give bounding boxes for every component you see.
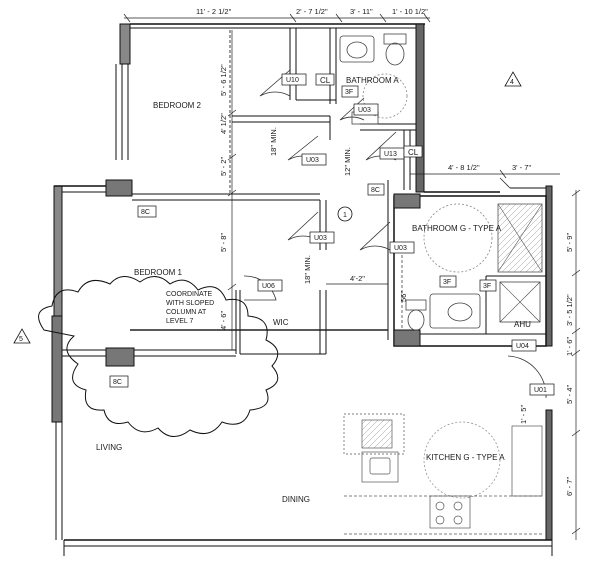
room-label-wic: WIC: [273, 318, 289, 327]
column-bath-g: [393, 193, 421, 209]
labels: BEDROOM 2 BEDROOM 1 BATHROOM A BATHROOM …: [19, 7, 574, 504]
exterior-wall-bath-a: [415, 23, 425, 193]
room-label-living: LIVING: [96, 443, 122, 452]
dim-bath-56: 56": [399, 291, 408, 302]
door-tag-u13: U13: [384, 151, 397, 158]
kitchen-fixtures: [343, 413, 544, 535]
cloud-note-line-1: COORDINATE: [166, 291, 212, 298]
dim-right-4: 5' - 4": [565, 385, 574, 404]
column-west: [51, 315, 63, 423]
ahu-unit: [499, 281, 541, 323]
dim-bed2-2: 4' 1/2": [219, 113, 228, 134]
door-tag-u03-bed2: U03: [306, 157, 319, 164]
fixture-tag-3f-c: 3F: [483, 283, 491, 290]
section-marker-4: [504, 71, 522, 87]
markers: [13, 71, 522, 344]
dim-bed2-1: 5' - 6 1/2": [219, 64, 228, 96]
dim-min-18-b: 18" MIN.: [303, 255, 312, 284]
room-label-cl-2: CL: [408, 148, 419, 157]
dim-min-18-a: 18" MIN.: [269, 127, 278, 156]
room-label-kitchen: KITCHEN G - TYPE A: [426, 453, 505, 462]
dim-hall-width: 4'-2": [350, 274, 365, 283]
column-tag-8c-a: 8C: [141, 209, 150, 216]
section-marker-4-label: 4: [510, 79, 514, 86]
cloud-note-line-2: WITH SLOPED: [166, 300, 214, 307]
door-tag-u03-bed1: U03: [314, 235, 327, 242]
door-tag-u06: U06: [262, 283, 275, 290]
section-marker-5-label: 5: [19, 336, 23, 343]
revision-cloud: [38, 276, 279, 437]
exterior-wall-bed2-top: [119, 23, 131, 65]
bathroom-a-fixtures: [339, 33, 408, 125]
exterior-wall-kitchen: [545, 409, 553, 541]
room-label-cl-1: CL: [320, 76, 331, 85]
bathroom-g-wall: [393, 195, 547, 347]
door-tag-u04: U04: [516, 343, 529, 350]
dim-right-2: 3' - 5 1/2": [565, 294, 574, 326]
column-tag-8c-b: 8C: [371, 187, 380, 194]
column-8c-upper: [105, 179, 133, 197]
door-tag-u10: U10: [286, 77, 299, 84]
dim-right-3: 1' - 6": [565, 337, 574, 356]
door-tag-u03-bath-g: U03: [394, 245, 407, 252]
room-label-dining: DINING: [282, 495, 310, 504]
dim-top-4: 1' - 10 1/2": [392, 7, 428, 16]
fixture-tag-3f-a: 3F: [345, 89, 353, 96]
tag-boxes: [109, 73, 555, 396]
keynote-marker-1-label: 1: [343, 212, 347, 219]
column-bath-g-lower: [393, 329, 421, 347]
room-label-bathroom-g: BATHROOM G - TYPE A: [412, 224, 502, 233]
column-8c-lower: [105, 347, 135, 367]
exterior-wall-east: [545, 185, 553, 347]
keynote-marker-1: [337, 206, 353, 222]
dim-mid-2: 3' - 7": [512, 163, 531, 172]
dim-min-12: 12" MIN.: [343, 147, 352, 176]
dim-mid-1: 4' - 8 1/2": [448, 163, 480, 172]
fixture-tag-3f-b: 3F: [443, 279, 451, 286]
dim-top-1: 11' - 2 1/2": [196, 7, 232, 16]
cloud-note-line-3: COLUMN AT: [166, 309, 207, 316]
dimension-lines: [123, 13, 581, 540]
room-label-bedroom1: BEDROOM 1: [134, 268, 183, 277]
dim-bed1-1: 5' - 8": [219, 233, 228, 252]
cloud-note-line-4: LEVEL 7: [166, 318, 193, 325]
dim-right-1: 5' - 9": [565, 233, 574, 252]
dim-bed1-2: 4' - 6": [219, 311, 228, 330]
door-tag-u03-bath-a: U03: [358, 107, 371, 114]
door-tag-u01: U01: [534, 387, 547, 394]
room-label-bathroom-a: BATHROOM A: [346, 76, 399, 85]
section-marker-5: [13, 328, 31, 344]
dim-bed2-3: 5' - 2": [219, 157, 228, 176]
bathroom-g-fixtures: [401, 203, 493, 331]
column-tag-8c-c: 8C: [113, 379, 122, 386]
walls: [51, 23, 553, 556]
room-label-bedroom2: BEDROOM 2: [153, 101, 202, 110]
dim-top-2: 2' - 7 1/2": [296, 7, 328, 16]
dim-right-6: 1' - 5": [519, 405, 528, 424]
room-label-ahu: AHU: [514, 320, 531, 329]
dim-top-3: 3' - 11": [350, 7, 373, 16]
dim-right-5: 6' - 7": [565, 477, 574, 496]
